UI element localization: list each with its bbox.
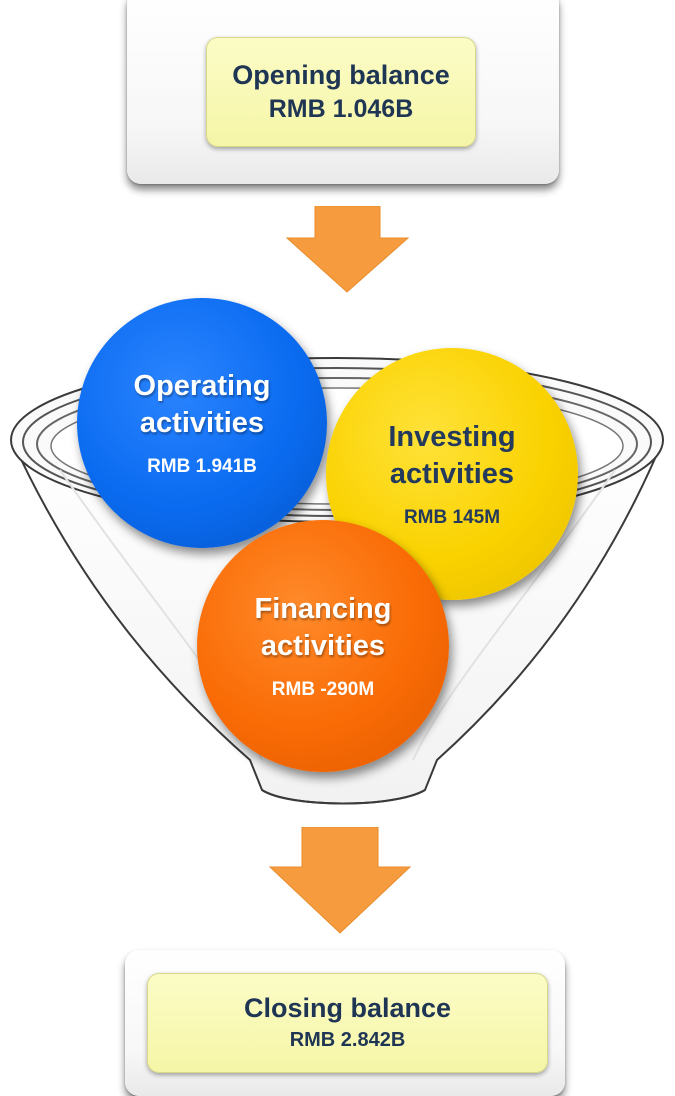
closing-balance-box: Closing balance RMB 2.842B <box>147 973 548 1073</box>
opening-balance-amount: RMB 1.046B <box>268 95 414 123</box>
down-arrow-icon <box>268 827 412 934</box>
financing-activities-title: Financing activities <box>254 593 392 662</box>
investing-activities-amount: RMB 145M <box>403 507 501 528</box>
financing-activities-circle: Financing activities RMB -290M <box>197 520 449 772</box>
financing-activities-amount: RMB -290M <box>271 679 375 700</box>
operating-activities-title: Operating activities <box>133 370 271 439</box>
opening-balance-box: Opening balance RMB 1.046B <box>206 37 476 147</box>
down-arrow-icon <box>285 206 410 293</box>
operating-activities-amount: RMB 1.941B <box>147 456 257 477</box>
investing-activities-title: Investing activities <box>388 421 516 490</box>
closing-balance-amount: RMB 2.842B <box>289 1029 406 1051</box>
operating-activities-circle: Operating activities RMB 1.941B <box>77 298 327 548</box>
opening-balance-title: Opening balance <box>232 60 450 90</box>
closing-balance-title: Closing balance <box>243 993 452 1023</box>
investing-activities-circle: Investing activities RMB 145M <box>326 348 578 600</box>
